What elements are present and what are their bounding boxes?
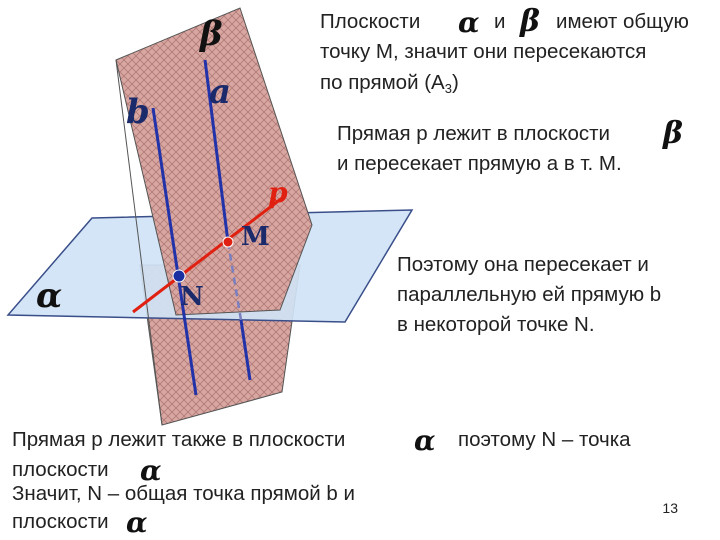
label-a: a bbox=[209, 72, 232, 112]
plane-beta-upper bbox=[115, 7, 313, 316]
text-block4-line1-end: поэтому N – точка bbox=[458, 428, 631, 451]
label-beta: β bbox=[200, 14, 223, 54]
beta-icon: β bbox=[663, 116, 683, 151]
alpha-icon: α bbox=[126, 506, 148, 539]
text-block1-and: и bbox=[494, 10, 506, 33]
text-block3-line3: в некоторой точке N. bbox=[397, 313, 595, 336]
label-b: b bbox=[126, 92, 150, 132]
label-n: N bbox=[180, 282, 204, 312]
line-b bbox=[151, 107, 198, 396]
line-a-lower bbox=[239, 319, 252, 381]
line-a-hidden bbox=[226, 241, 243, 321]
text-block1-line3: по прямой (А3) bbox=[320, 71, 459, 96]
point-m bbox=[222, 236, 234, 248]
text-block3-line2: параллельную ей прямую b bbox=[397, 283, 662, 306]
label-p: p bbox=[268, 176, 288, 209]
text-block3-line1: Поэтому она пересекает и bbox=[397, 253, 649, 276]
text-block4-line1: Прямая р лежит также в плоскости bbox=[12, 428, 346, 451]
page-number: 13 bbox=[662, 500, 678, 516]
line-p bbox=[132, 193, 287, 314]
text-block4-line3: Значит, N – общая точка прямой b и bbox=[12, 482, 355, 505]
point-n bbox=[172, 269, 186, 283]
alpha-icon: α bbox=[140, 454, 162, 487]
beta-icon: β bbox=[520, 4, 540, 39]
text-block4-line4: плоскости bbox=[12, 510, 109, 533]
label-m: M bbox=[241, 222, 270, 252]
line-a bbox=[203, 59, 230, 243]
alpha-icon: α bbox=[458, 6, 480, 39]
text-block1-line1: Плоскости bbox=[320, 10, 421, 33]
text-block1-line2: точку М, значит они пересекаются bbox=[320, 40, 647, 63]
label-alpha: α bbox=[36, 276, 63, 316]
alpha-icon: α bbox=[414, 424, 436, 457]
text-block4-line2: плоскости bbox=[12, 458, 109, 481]
text-block2-line2: и пересекает прямую а в т. М. bbox=[337, 152, 622, 175]
text-block1-line1-end: имеют общую bbox=[556, 10, 689, 33]
plane-beta-edge-left bbox=[115, 59, 163, 426]
text-block2-line1: Прямая р лежит в плоскости bbox=[337, 122, 610, 145]
